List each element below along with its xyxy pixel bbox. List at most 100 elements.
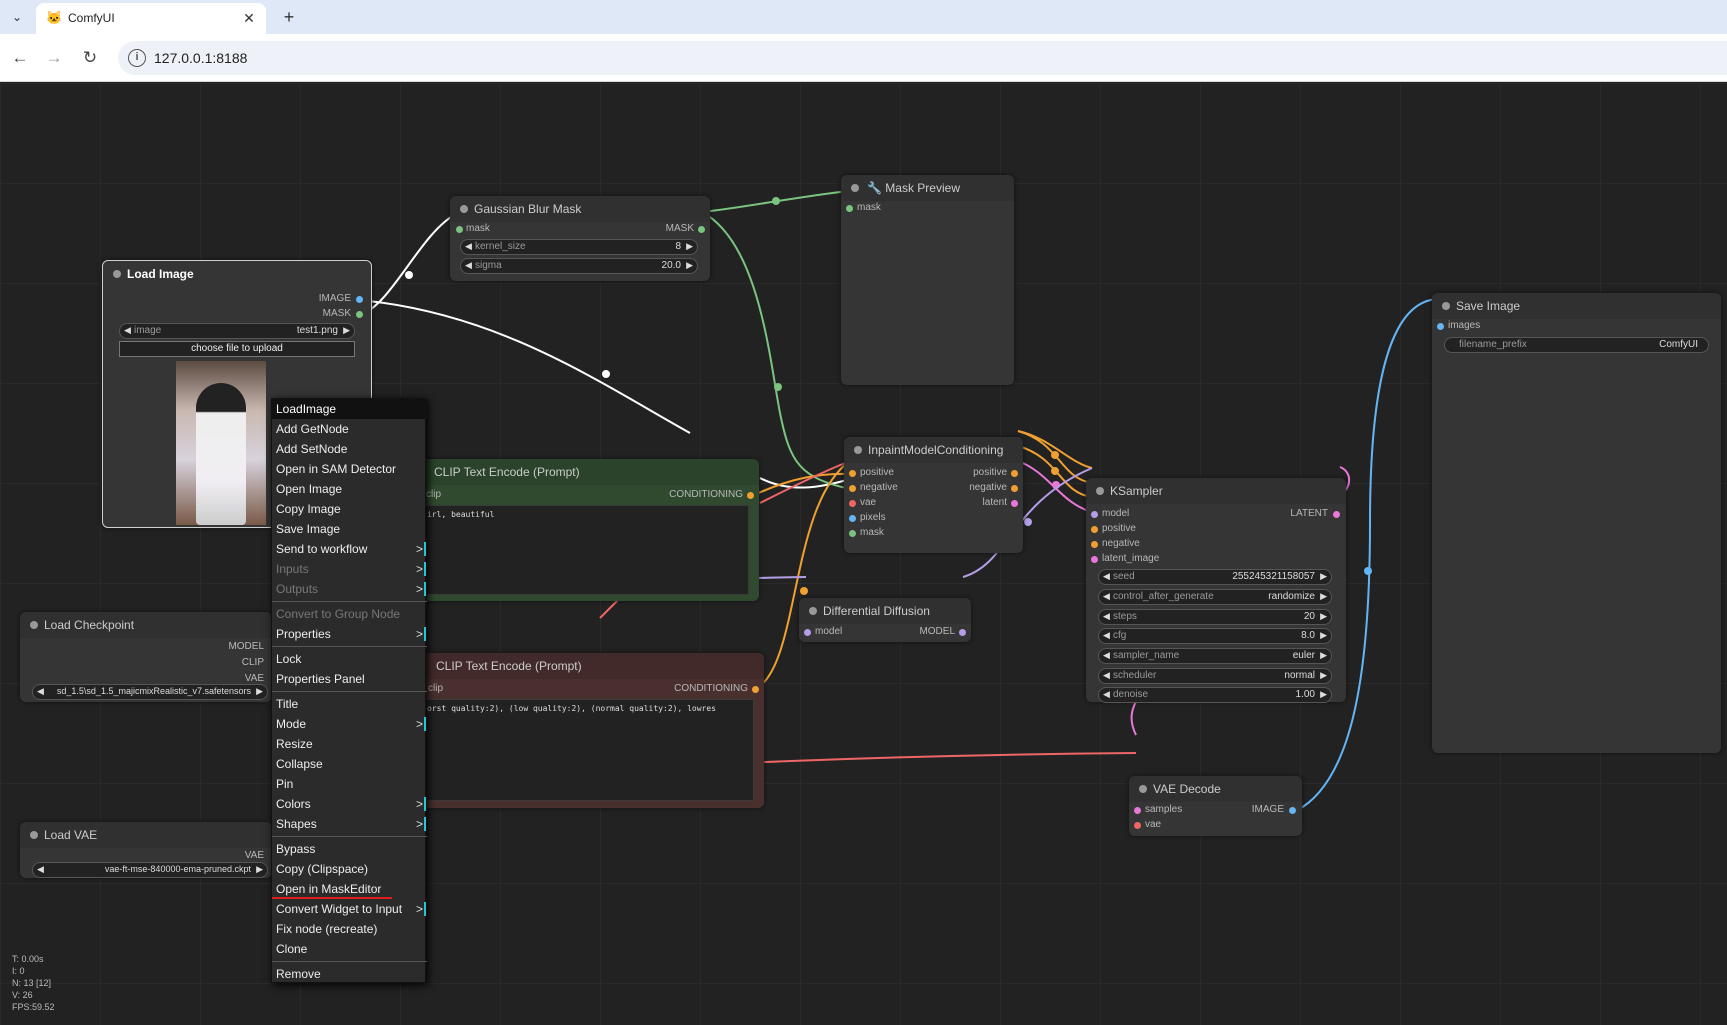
collapse-dot-icon[interactable] [30,621,38,629]
menu-item-copy-image[interactable]: Copy Image [276,502,341,516]
node-graph-canvas[interactable]: Load Image IMAGE MASK ◀ image test1.png … [0,83,1727,1025]
sampler-name-widget[interactable]: ◀ sampler_name euler ▶ [1098,648,1332,664]
arrow-left-icon[interactable]: ◀ [1103,650,1110,660]
filename-prefix-widget[interactable]: filename_prefix ComfyUI [1444,337,1709,353]
menu-item-add-setnode[interactable]: Add SetNode [276,442,348,456]
arrow-right-icon[interactable]: ▶ [343,325,350,335]
arrow-right-icon[interactable]: ▶ [256,864,263,874]
collapse-dot-icon[interactable] [851,184,859,192]
output-latent-socket[interactable] [1333,511,1340,518]
input-mask-socket[interactable] [849,530,856,537]
arrow-left-icon[interactable]: ◀ [1103,591,1110,601]
menu-item-open-in-maskeditor[interactable]: Open in MaskEditor [272,879,427,899]
menu-item-pin[interactable]: Pin [276,777,294,791]
menu-item-mode[interactable]: Mode> [272,714,427,734]
menu-item-remove[interactable]: Remove [276,967,321,981]
menu-item-resize[interactable]: Resize [276,737,313,751]
output-image-socket[interactable] [1289,807,1296,814]
collapse-dot-icon[interactable] [1442,302,1450,310]
menu-item-lock[interactable]: Lock [276,652,302,666]
browser-tab[interactable]: 🐱 ComfyUI ✕ [36,3,266,34]
input-positive-socket[interactable] [1091,526,1098,533]
kernel-size-widget[interactable]: ◀ kernel_size 8 ▶ [460,239,698,255]
menu-item-collapse[interactable]: Collapse [276,757,323,771]
collapse-dot-icon[interactable] [30,831,38,839]
denoise-widget[interactable]: ◀ denoise 1.00 ▶ [1098,687,1332,703]
arrow-left-icon[interactable]: ◀ [37,864,44,874]
arrow-right-icon[interactable]: ▶ [1320,571,1327,581]
back-arrow-icon[interactable]: ← [11,48,29,67]
input-negative-socket[interactable] [849,485,856,492]
clip-text-encode-negative-node[interactable]: CLIP Text Encode (Prompt) clip CONDITION… [412,653,764,808]
output-negative-socket[interactable] [1011,485,1018,492]
ckpt-name-widget[interactable]: ◀ sd_1.5\sd_1.5_majicmixRealistic_v7.saf… [32,684,268,700]
menu-item-title[interactable]: Title [276,697,299,711]
menu-item-open-sam-detector[interactable]: Open in SAM Detector [276,462,397,476]
menu-item-colors[interactable]: Colors> [272,794,427,814]
close-tab-icon[interactable]: ✕ [243,10,255,26]
input-mask-socket[interactable] [456,226,463,233]
prompt-textarea[interactable]: orst quality:2), (low quality:2), (norma… [422,699,754,801]
arrow-right-icon[interactable]: ▶ [686,241,693,251]
menu-item-copy-clipspace[interactable]: Copy (Clipspace) [276,862,369,876]
forward-arrow-icon[interactable]: → [45,48,63,67]
clip-text-encode-positive-node[interactable]: CLIP Text Encode (Prompt) clip CONDITION… [412,459,759,601]
image-combo-widget[interactable]: ◀ image test1.png ▶ [119,323,355,339]
arrow-left-icon[interactable]: ◀ [1103,670,1110,680]
output-conditioning-socket[interactable] [752,686,759,693]
prompt-textarea[interactable]: irl, beautiful [422,505,749,595]
reload-icon[interactable]: ↻ [82,48,98,67]
arrow-right-icon[interactable]: ▶ [256,686,263,696]
output-positive-socket[interactable] [1011,470,1018,477]
input-mask-socket[interactable] [846,205,853,212]
sigma-widget[interactable]: ◀ sigma 20.0 ▶ [460,258,698,274]
menu-item-properties-panel[interactable]: Properties Panel [276,672,365,686]
input-pixels-socket[interactable] [849,515,856,522]
input-vae-socket[interactable] [1134,822,1141,829]
input-negative-socket[interactable] [1091,541,1098,548]
arrow-right-icon[interactable]: ▶ [686,260,693,270]
menu-item-properties[interactable]: Properties> [272,624,427,644]
mask-preview-node[interactable]: 🔧 Mask Preview mask [841,175,1014,385]
steps-widget[interactable]: ◀ steps 20 ▶ [1098,609,1332,625]
input-latent-image-socket[interactable] [1091,556,1098,563]
output-latent-socket[interactable] [1011,500,1018,507]
arrow-right-icon[interactable]: ▶ [1320,591,1327,601]
upload-button[interactable]: choose file to upload [119,341,355,357]
menu-item-convert-widget-to-input[interactable]: Convert Widget to Input> [272,899,427,919]
new-tab-button[interactable]: + [283,7,295,27]
input-positive-socket[interactable] [849,470,856,477]
input-model-socket[interactable] [804,629,811,636]
input-model-socket[interactable] [1091,511,1098,518]
save-image-node[interactable]: Save Image images filename_prefix ComfyU… [1432,293,1721,753]
arrow-right-icon[interactable]: ▶ [1320,689,1327,699]
tab-search-chevron-icon[interactable]: ⌄ [11,10,23,24]
menu-item-fix-node[interactable]: Fix node (recreate) [276,922,378,936]
collapse-dot-icon[interactable] [809,607,817,615]
collapse-dot-icon[interactable] [854,446,862,454]
url-input[interactable]: i 127.0.0.1:8188 [118,41,1727,75]
input-vae-socket[interactable] [849,500,856,507]
control-after-generate-widget[interactable]: ◀ control_after_generate randomize ▶ [1098,589,1332,605]
vae-decode-node[interactable]: VAE Decode samples vae IMAGE [1129,776,1302,836]
input-images-socket[interactable] [1437,323,1444,330]
arrow-left-icon[interactable]: ◀ [124,325,131,335]
menu-item-shapes[interactable]: Shapes> [272,814,427,834]
collapse-dot-icon[interactable] [113,270,121,278]
output-conditioning-socket[interactable] [747,492,754,499]
arrow-left-icon[interactable]: ◀ [1103,571,1110,581]
site-info-icon[interactable]: i [128,49,146,67]
arrow-right-icon[interactable]: ▶ [1320,611,1327,621]
arrow-left-icon[interactable]: ◀ [1103,630,1110,640]
arrow-left-icon[interactable]: ◀ [465,260,472,270]
ksampler-node[interactable]: KSampler model positive negative latent_… [1086,478,1346,703]
collapse-dot-icon[interactable] [1139,785,1147,793]
menu-item-send-to-workflow[interactable]: Send to workflow> [272,539,427,559]
collapse-dot-icon[interactable] [460,205,468,213]
seed-widget[interactable]: ◀ seed 255245321158057 ▶ [1098,569,1332,585]
output-model-socket[interactable] [959,629,966,636]
collapse-dot-icon[interactable] [1096,487,1104,495]
output-mask-socket[interactable] [356,311,363,318]
load-image-node[interactable]: Load Image IMAGE MASK ◀ image test1.png … [102,260,372,528]
arrow-left-icon[interactable]: ◀ [1103,611,1110,621]
